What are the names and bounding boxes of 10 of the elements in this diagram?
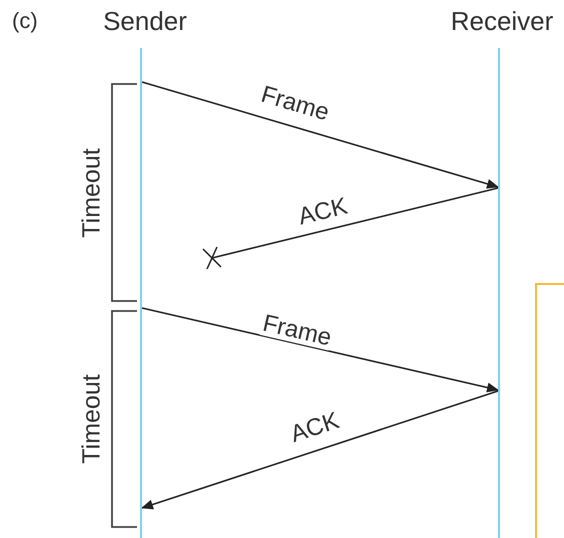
message-arrow — [142, 81, 499, 189]
lifeline — [140, 48, 142, 538]
message-arrow — [141, 390, 498, 510]
message-arrow — [142, 307, 499, 392]
panel-label: (c) — [12, 10, 38, 32]
timeout-label: Timeout — [80, 148, 104, 238]
lifeline — [498, 48, 500, 538]
participant-label: Receiver — [450, 8, 554, 34]
participant-label: Sender — [103, 8, 187, 34]
timeout-label: Timeout — [80, 374, 104, 464]
